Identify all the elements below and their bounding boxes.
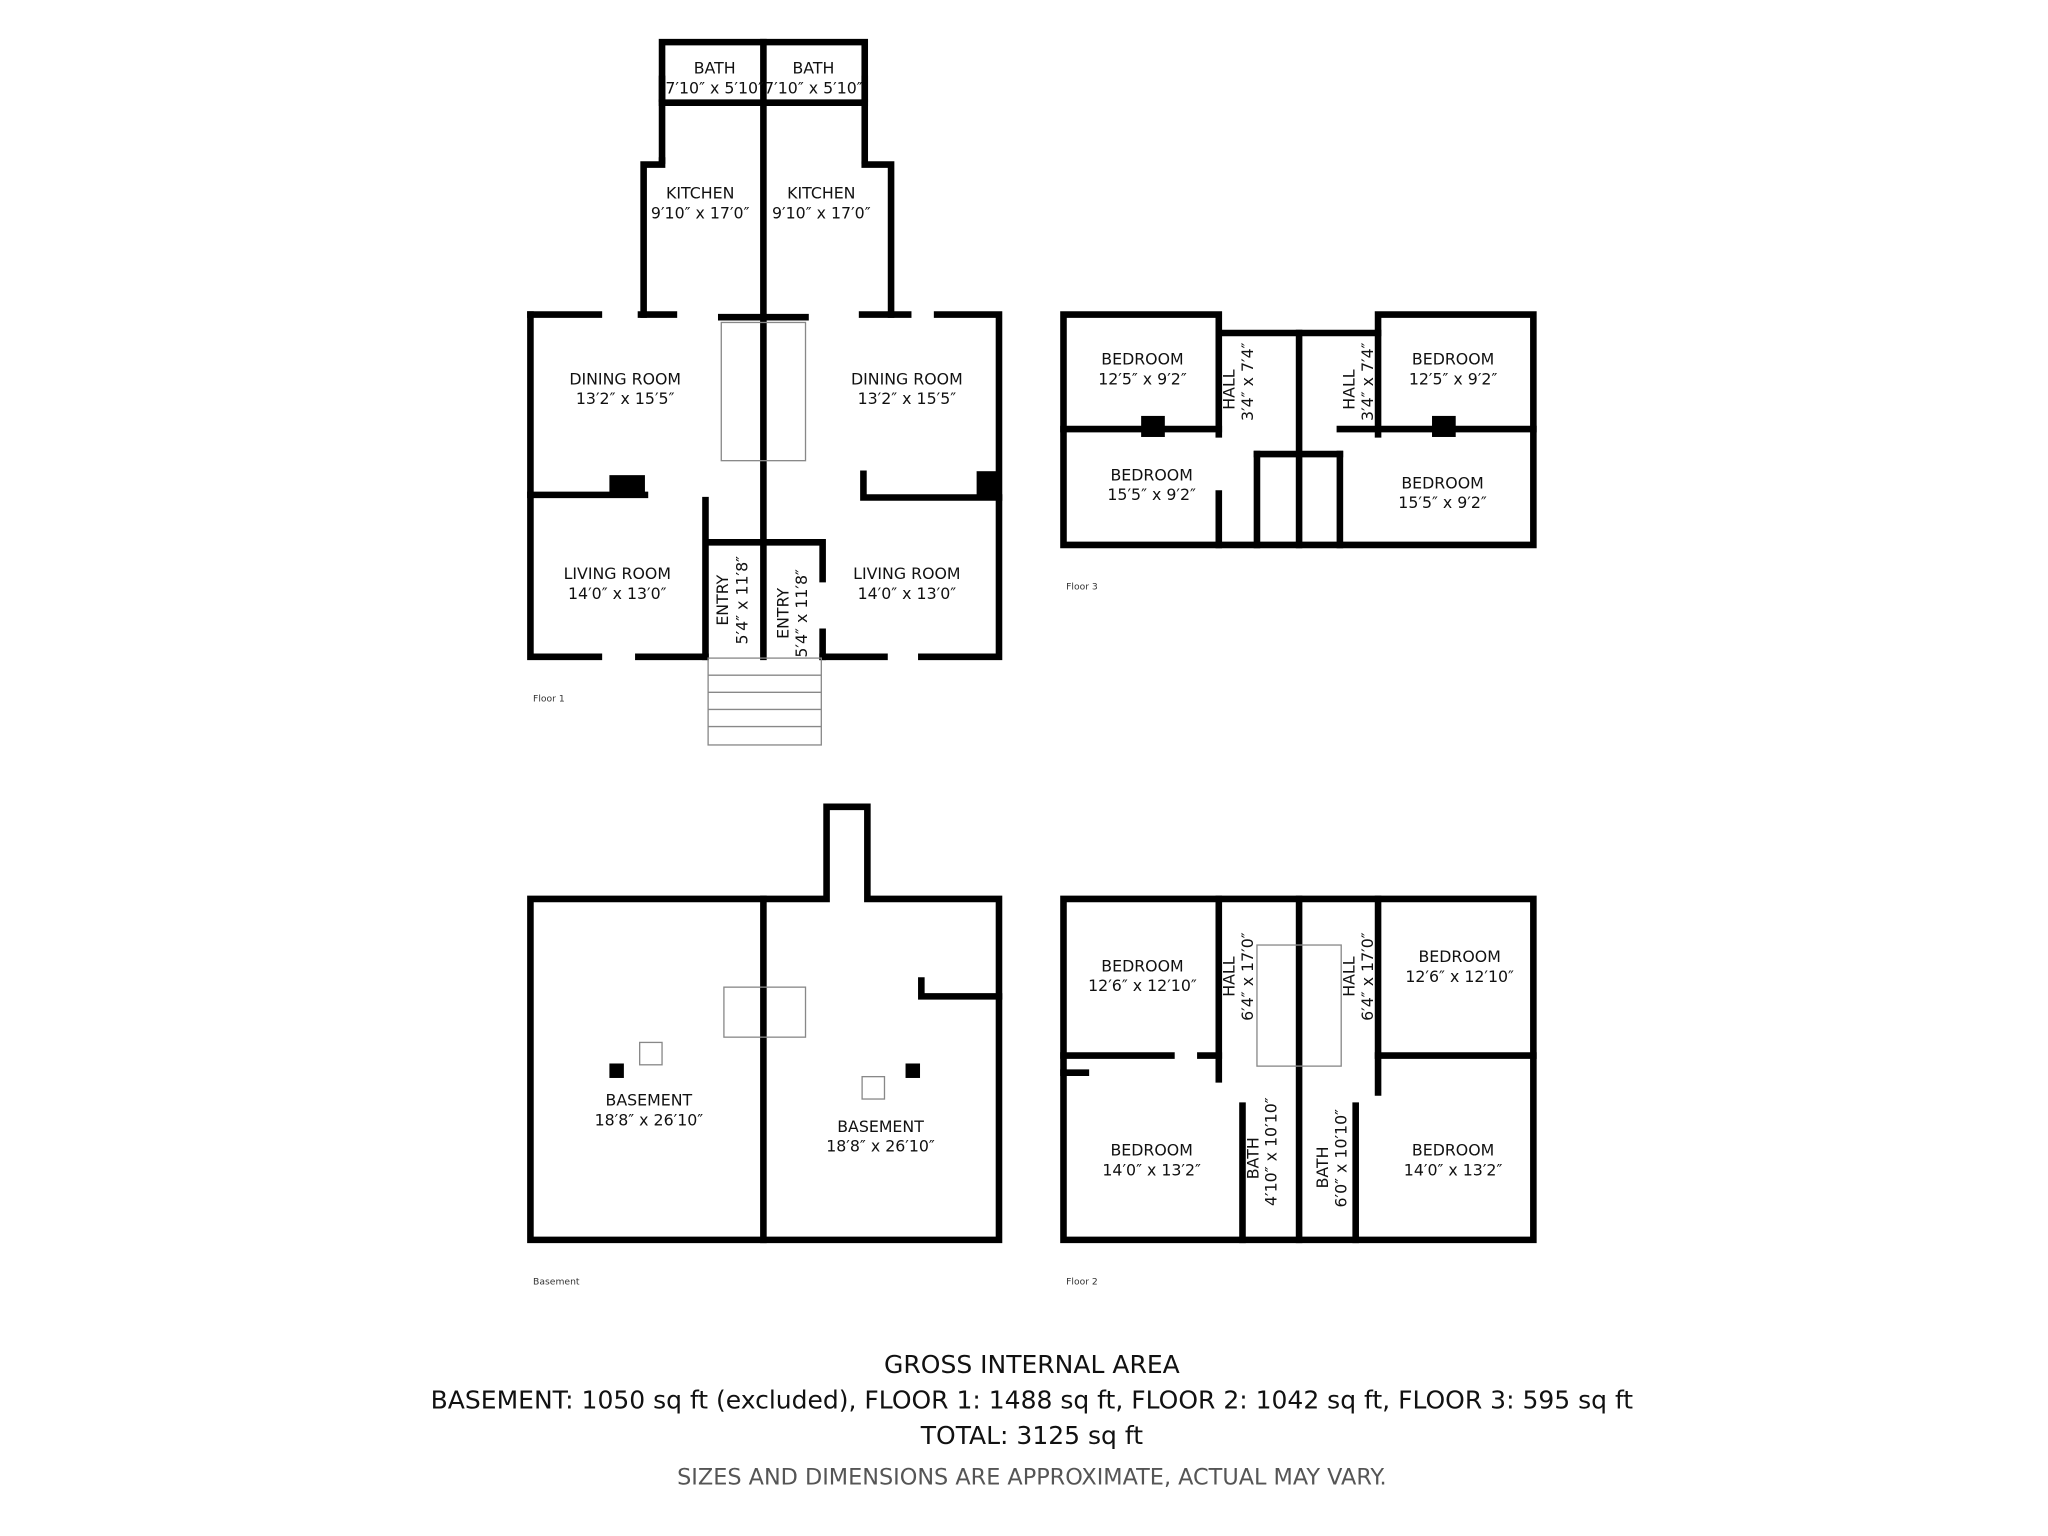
room-dims: 6′0″ x 10′10″ <box>1331 1109 1350 1208</box>
room-name: BEDROOM <box>1110 465 1192 484</box>
room-name: HALL <box>1220 956 1239 996</box>
room-name: HALL <box>1220 369 1239 409</box>
room-name: KITCHEN <box>666 184 734 203</box>
room-name: BEDROOM <box>1101 956 1183 975</box>
room-name: HALL <box>1339 956 1358 996</box>
area-title: GROSS INTERNAL AREA <box>884 1350 1180 1379</box>
room-dims: 5′4″ x 11′8″ <box>792 569 811 658</box>
room-dims: 6′4″ x 17′0″ <box>1238 932 1257 1021</box>
room-name: DINING ROOM <box>569 369 681 388</box>
floor-label: Floor 1 <box>533 694 565 705</box>
disclaimer: SIZES AND DIMENSIONS ARE APPROXIMATE, AC… <box>677 1465 1387 1491</box>
room-dims: 7′10″ x 5′10″ <box>665 78 764 97</box>
chimney-icon <box>1141 415 1165 437</box>
room-name: BASEMENT <box>606 1091 693 1110</box>
room-dims: 12′5″ x 9′2″ <box>1098 369 1187 388</box>
room-name: BASEMENT <box>837 1117 924 1136</box>
room-name: BATH <box>694 59 736 78</box>
room-dims: 14′0″ x 13′2″ <box>1102 1160 1201 1179</box>
room-dims: 9′10″ x 17′0″ <box>651 203 750 222</box>
room-name: ENTRY <box>773 587 792 638</box>
stairs-icon <box>1256 944 1342 1067</box>
room-name: BEDROOM <box>1110 1141 1192 1160</box>
room-dims: 5′4″ x 11′8″ <box>733 556 752 645</box>
room-dims: 14′0″ x 13′0″ <box>858 584 957 603</box>
room-dims: 14′0″ x 13′0″ <box>568 584 667 603</box>
floor-3-plan: BEDROOM 12′5″ x 9′2″ HALL 3′4″ x 7′4″ HA… <box>1060 311 1537 593</box>
floor-1-plan: BATH 7′10″ x 5′10″ BATH 7′10″ x 5′10″ KI… <box>527 38 1003 746</box>
stairs-icon <box>720 321 807 462</box>
room-dims: 12′5″ x 9′2″ <box>1409 369 1498 388</box>
room-name: LIVING ROOM <box>564 564 671 583</box>
room-name: BATH <box>792 59 834 78</box>
room-dims: 4′10″ x 10′10″ <box>1262 1097 1281 1206</box>
room-dims: 12′6″ x 12′10″ <box>1088 976 1197 995</box>
room-dims: 3′4″ x 7′4″ <box>1238 342 1257 421</box>
room-dims: 6′4″ x 17′0″ <box>1358 932 1377 1021</box>
room-dims: 9′10″ x 17′0″ <box>772 203 871 222</box>
floor-label: Basement <box>533 1277 580 1288</box>
area-total: TOTAL: 3125 sq ft <box>920 1421 1143 1450</box>
fireplace-icon <box>609 475 645 495</box>
room-dims: 3′4″ x 7′4″ <box>1358 342 1377 421</box>
room-dims: 12′6″ x 12′10″ <box>1405 967 1514 986</box>
room-name: ENTRY <box>713 574 732 625</box>
room-name: BEDROOM <box>1412 1141 1494 1160</box>
front-steps-icon <box>707 657 822 746</box>
equipment-icon <box>905 1063 921 1078</box>
room-name: BATH <box>1313 1147 1332 1189</box>
room-dims: 18′8″ x 26′10″ <box>826 1137 935 1156</box>
room-dims: 15′5″ x 9′2″ <box>1398 493 1487 512</box>
floor-label: Floor 3 <box>1066 582 1098 593</box>
room-name: HALL <box>1339 369 1358 409</box>
fireplace-icon <box>976 471 999 498</box>
room-name: BATH <box>1243 1137 1262 1179</box>
room-name: BEDROOM <box>1401 473 1483 492</box>
room-dims: 14′0″ x 13′2″ <box>1404 1160 1503 1179</box>
area-breakdown: BASEMENT: 1050 sq ft (excluded), FLOOR 1… <box>431 1385 1634 1414</box>
room-dims: 13′2″ x 15′5″ <box>576 389 675 408</box>
floor-2-plan: BEDROOM 12′6″ x 12′10″ HALL 6′4″ x 17′0″… <box>1060 895 1537 1288</box>
room-name: DINING ROOM <box>851 369 963 388</box>
equipment-icon <box>609 1063 624 1078</box>
room-name: LIVING ROOM <box>853 564 960 583</box>
room-name: KITCHEN <box>787 184 855 203</box>
room-dims: 7′10″ x 5′10″ <box>764 78 863 97</box>
room-name: BEDROOM <box>1412 350 1494 369</box>
room-dims: 15′5″ x 9′2″ <box>1107 485 1196 504</box>
basement-plan: BASEMENT 18′8″ x 26′10″ BASEMENT 18′8″ x… <box>527 803 1003 1288</box>
stairs-icon <box>723 986 807 1038</box>
room-dims: 18′8″ x 26′10″ <box>595 1110 704 1129</box>
room-dims: 13′2″ x 15′5″ <box>858 389 957 408</box>
chimney-icon <box>1432 415 1456 437</box>
room-name: BEDROOM <box>1101 350 1183 369</box>
floor-label: Floor 2 <box>1066 1277 1098 1288</box>
room-name: BEDROOM <box>1418 947 1500 966</box>
